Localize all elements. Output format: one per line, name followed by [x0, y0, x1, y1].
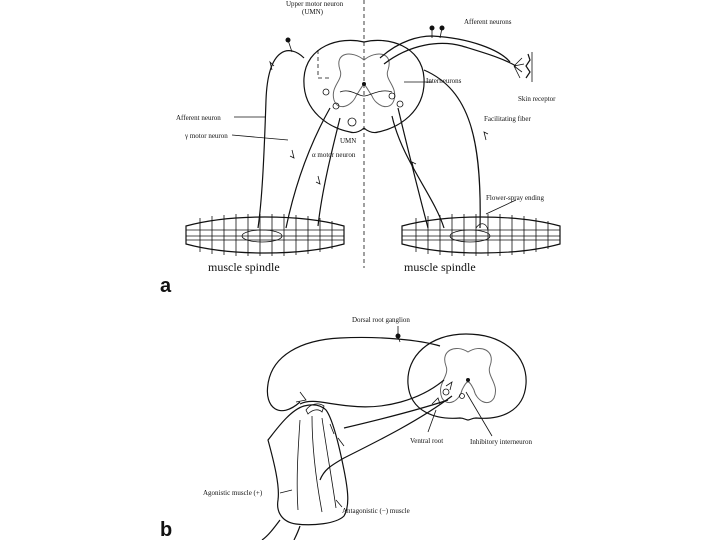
label-afferent-neuron: Afferent neuron	[176, 114, 221, 122]
label-gamma-motor-neuron: γ motor neuron	[184, 132, 228, 140]
label-dorsal-root-ganglion: Dorsal root ganglion	[352, 316, 410, 324]
afferent-neurons-fiber-2	[383, 42, 517, 67]
muscle-spindle-right	[401, 214, 561, 256]
label-antagonistic-muscle: Antagonistic (−) muscle	[342, 507, 410, 515]
spinal-cord-section-b	[407, 333, 527, 421]
label-umn-top-abbr: (UMN)	[302, 8, 324, 16]
label-interneurons: Interneurons	[426, 77, 462, 85]
label-umn: UMN	[340, 137, 356, 145]
label-muscle-spindle-right: muscle spindle	[404, 260, 476, 274]
afferent-return-fiber	[299, 379, 445, 408]
label-facilitating-fiber: Facilitating fiber	[484, 115, 532, 123]
label-skin-receptor: Skin receptor	[518, 95, 556, 103]
label-muscle-spindle-left: muscle spindle	[208, 260, 280, 274]
label-flower-spray-ending: Flower-spray ending	[486, 194, 544, 202]
panel-b: Dorsal root ganglion Ventral root Inhibi…	[160, 316, 533, 540]
label-afferent-neurons: Afferent neurons	[464, 18, 512, 26]
afferent-neurons-fiber	[379, 35, 511, 63]
alpha-fiber-left	[317, 117, 341, 227]
limb-muscles	[261, 403, 349, 540]
gamma-fiber-left	[285, 107, 331, 229]
label-agonistic-muscle: Agonistic muscle (+)	[203, 489, 263, 497]
panel-letter-a: a	[160, 275, 172, 297]
label-umn-top: Upper motor neuron	[286, 0, 344, 8]
label-inhibitory-interneuron: Inhibitory interneuron	[470, 438, 533, 446]
label-alpha-motor-neuron: α motor neuron	[312, 151, 356, 159]
muscle-spindle-left	[185, 214, 345, 256]
afferent-path-left	[257, 50, 305, 229]
facilitating-fiber	[423, 69, 481, 229]
skin-receptor	[513, 52, 533, 82]
dorsal-root-fiber	[266, 336, 441, 412]
ventral-root-fiber-1	[319, 395, 453, 481]
ventral-root-fiber-2	[343, 399, 449, 429]
spinal-cord-section	[303, 39, 425, 134]
alpha-fiber-right	[391, 115, 445, 229]
panel-a: Upper motor neuron (UMN) Afferent neuron…	[160, 0, 561, 297]
gamma-fiber-right	[397, 107, 429, 229]
panel-letter-b: b	[160, 519, 172, 540]
label-ventral-root: Ventral root	[410, 437, 443, 445]
